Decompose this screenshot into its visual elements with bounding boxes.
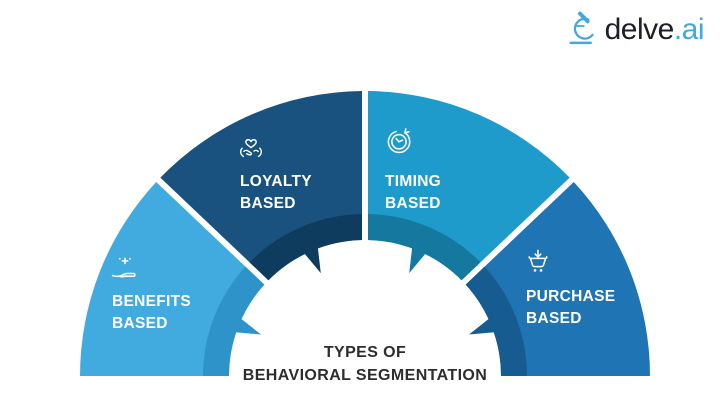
benefits-arrow-notch [231,315,261,335]
purchase-arrow-notch [469,315,499,335]
timing-arrow-notch [409,243,429,274]
segment-label-line: PURCHASE [526,288,616,305]
chart-title: TYPES OF BEHAVIORAL SEGMENTATION [243,341,487,387]
chart-title-line2: BEHAVIORAL SEGMENTATION [242,367,488,384]
segment-label-line: BASED [240,195,296,212]
segment-label-line: TIMING [385,173,442,190]
segment-label-line: LOYALTY [240,173,312,190]
segment-label-line: BASED [385,195,441,212]
segment-label-loyalty: LOYALTY BASED [240,171,312,215]
purchase-inner-band [465,266,527,376]
loyalty-hands-heart-icon [235,130,267,162]
benefits-hand-icon [109,252,141,284]
microscope-icon [569,11,594,45]
chart-title-line1: TYPES OF [323,344,407,361]
benefits-inner-band [203,266,265,376]
loyalty-inner-band [249,214,362,281]
brand-logo: delve.ai [568,11,705,48]
loyalty-arrow-notch [301,243,321,274]
segment-label-benefits: BENEFITS BASED [112,291,191,335]
purchase-cart-icon [522,245,554,277]
segment-label-line: BASED [526,310,582,327]
segment-label-line: BENEFITS [112,293,192,310]
timing-inner-band [368,214,481,281]
timing-stopwatch-icon [383,124,415,156]
segment-label-line: BASED [112,315,168,332]
brand-name: delve.ai [604,12,705,46]
brand-name-accent: .ai [673,12,705,46]
segment-label-timing: TIMING BASED [385,171,441,215]
segment-label-purchase: PURCHASE BASED [526,286,615,330]
brand-name-dark: delve [604,12,675,46]
